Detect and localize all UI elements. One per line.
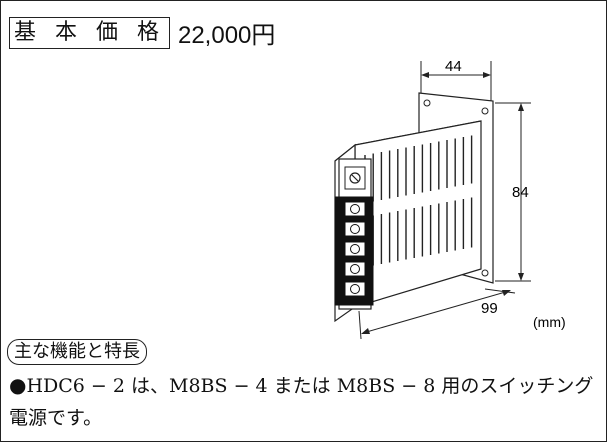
unit-label: (mm) (533, 314, 566, 330)
body-side-face (354, 120, 482, 308)
dim-depth-label: 99 (481, 300, 498, 317)
features-title: 主な機能と特長 (7, 339, 147, 365)
mount-hole-tr (481, 107, 489, 115)
terminal-screws (344, 201, 366, 297)
arrow-right-icon (483, 72, 491, 78)
mount-hole-tl (423, 99, 431, 107)
arrow-left-icon (421, 72, 429, 78)
arrow-up-icon (518, 103, 524, 111)
adjust-screw-slot (351, 174, 359, 182)
features-description: ●HDC6 − 2 は、M8BS − 4 または M8BS − 8 用のスイッチ… (9, 369, 601, 434)
arrow-depth-left-icon (361, 328, 370, 334)
terminal-screw-icon (350, 204, 360, 214)
terminal-screw-icon (350, 264, 360, 274)
price-value: 22,000円 (177, 22, 276, 49)
dim-depth-ext-right (484, 288, 516, 294)
arrow-down-icon (518, 273, 524, 281)
terminal-screw-icon (350, 284, 360, 294)
terminal-screw-icon (350, 224, 360, 234)
terminal-screw-icon (350, 244, 360, 254)
vent-louvers (364, 135, 473, 267)
price-row: 基 本 価 格 22,000円 (9, 15, 275, 50)
features-text: HDC6 − 2 は、M8BS − 4 または M8BS − 8 用のスイッチン… (9, 375, 594, 429)
dim-depth-line (362, 290, 510, 334)
bullet-icon: ● (9, 373, 27, 397)
mount-hole-br (481, 269, 489, 277)
price-label: 基 本 価 格 (9, 16, 170, 49)
power-supply-drawing: 44 84 99 (mm) (334, 58, 566, 340)
arrow-depth-right-icon (502, 290, 511, 296)
dim-width-label: 44 (445, 58, 462, 75)
dim-depth-ext-left (358, 310, 362, 340)
dim-height-label: 84 (512, 184, 529, 201)
